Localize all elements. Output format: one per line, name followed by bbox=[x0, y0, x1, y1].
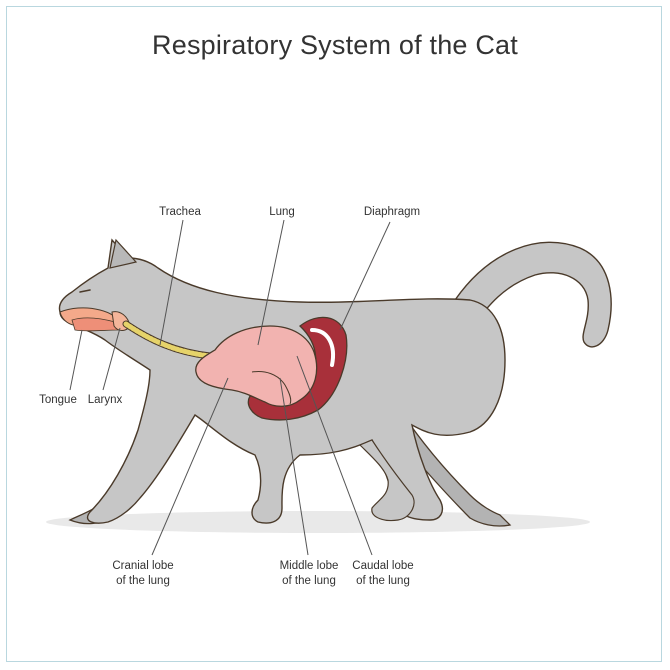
label-larynx: Larynx bbox=[88, 394, 123, 406]
cat-ear bbox=[109, 238, 138, 269]
cat-tail bbox=[454, 241, 612, 348]
label-middle-lobe-line1: Middle lobe bbox=[280, 560, 339, 572]
label-trachea: Trachea bbox=[159, 206, 201, 218]
diagram-title: Respiratory System of the Cat bbox=[152, 30, 518, 60]
label-cranial-lobe-line2: of the lung bbox=[116, 575, 170, 587]
ground-shadow bbox=[46, 511, 590, 533]
label-caudal-lobe-line2: of the lung bbox=[356, 575, 410, 587]
leader-lines bbox=[69, 219, 391, 556]
label-diaphragm: Diaphragm bbox=[364, 206, 420, 218]
label-tongue: Tongue bbox=[39, 394, 77, 406]
label-middle-lobe-line2: of the lung bbox=[282, 575, 336, 587]
near-hind-leg bbox=[358, 439, 415, 522]
label-lung: Lung bbox=[269, 206, 295, 218]
label-caudal-lobe-line1: Caudal lobe bbox=[352, 560, 413, 572]
label-cranial-lobe-line1: Cranial lobe bbox=[112, 560, 173, 572]
cat-eye bbox=[79, 289, 91, 293]
diaphragm-inner bbox=[310, 328, 335, 367]
lung-lobe-division bbox=[251, 371, 292, 405]
trachea-fill bbox=[123, 321, 213, 359]
